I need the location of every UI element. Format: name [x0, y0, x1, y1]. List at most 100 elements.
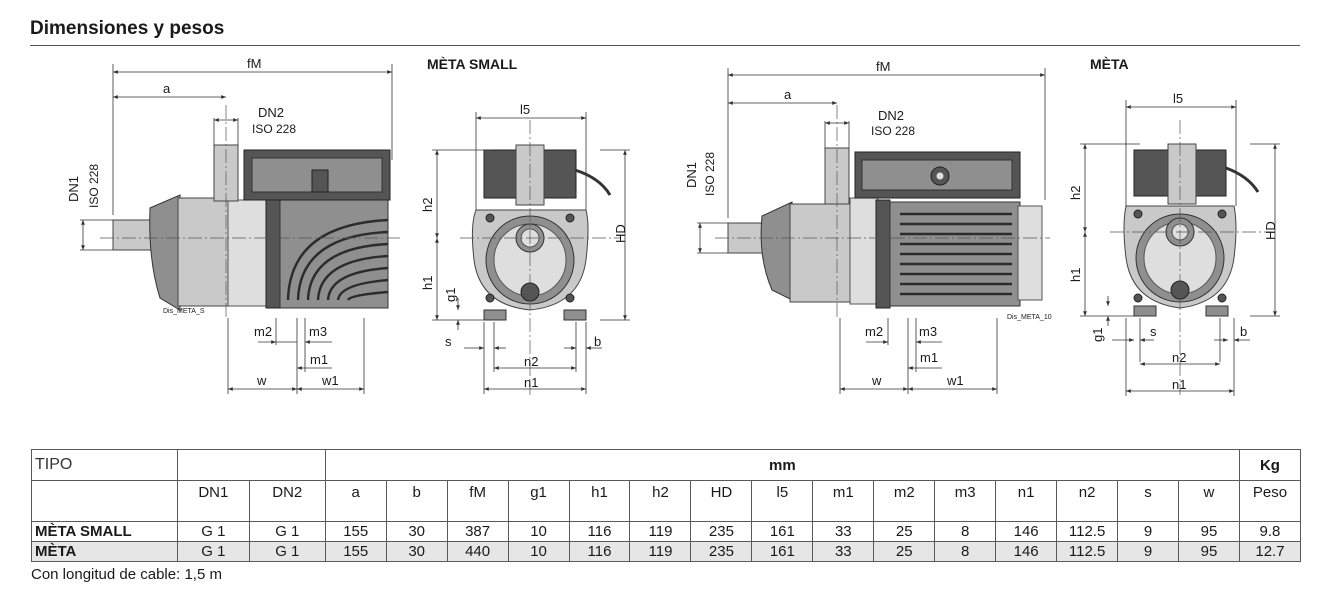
column-header: n2	[1056, 480, 1119, 522]
table-cell: G 1	[176, 541, 250, 562]
tipo-header: TIPO	[31, 449, 178, 481]
table-cell: 155	[324, 521, 387, 542]
meta-h2-label: h2	[1068, 186, 1083, 200]
table-cell: 25	[873, 541, 936, 562]
column-header: DN1	[176, 480, 250, 522]
dimension-drawings: Dis_META_S fM a DN2 ISO 228 DN1 ISO 228 …	[66, 56, 1280, 396]
meta-small-hd-label: HD	[613, 224, 628, 243]
column-header: Peso	[1238, 480, 1302, 522]
table-cell: G 1	[176, 521, 250, 542]
meta-small-fm-label: fM	[247, 56, 261, 71]
meta-n1-label: n1	[1172, 377, 1186, 392]
column-header: b	[385, 480, 448, 522]
column-header: HD	[690, 480, 753, 522]
meta-small-w-label: w	[256, 373, 267, 388]
meta-small-dn1-label: DN1	[66, 176, 81, 202]
meta-small-drawing-tag: Dis_META_S	[163, 308, 205, 315]
table-row: MÈTA SMALL G 1 G 1 155 30 387 10 116 119…	[31, 521, 1302, 542]
table-cell: 12.7	[1238, 541, 1302, 562]
meta-m1-label: m1	[920, 350, 938, 365]
column-header: m2	[873, 480, 936, 522]
meta-small-a-label: a	[163, 81, 171, 96]
meta-small-g1-label: g1	[443, 288, 458, 302]
column-header: h1	[568, 480, 631, 522]
meta-n2-label: n2	[1172, 350, 1186, 365]
table-cell: 235	[690, 521, 753, 542]
meta-small-l5-label: l5	[520, 102, 530, 117]
meta-small-n2-label: n2	[524, 354, 538, 369]
meta-l5-label: l5	[1173, 91, 1183, 106]
column-header: l5	[751, 480, 814, 522]
table-cell: G 1	[248, 541, 326, 562]
table-cell: 33	[812, 541, 875, 562]
meta-dn1-iso-label: ISO 228	[703, 152, 717, 196]
meta-small-w1-label: w1	[321, 373, 339, 388]
column-header: m3	[934, 480, 997, 522]
table-row: MÈTA G 1 G 1 155 30 440 10 116 119 235 1…	[31, 541, 1302, 562]
meta-side-view: Dis_META_10 fM a DN2 ISO 228 DN1 ISO 228…	[684, 59, 1052, 394]
column-header: fM	[446, 480, 509, 522]
meta-small-m1-label: m1	[310, 352, 328, 367]
table-cell: 95	[1178, 541, 1240, 562]
table-cell: 30	[385, 521, 448, 542]
meta-small-view-title: MÈTA SMALL	[427, 56, 518, 72]
column-header: w	[1178, 480, 1240, 522]
meta-fm-label: fM	[876, 59, 890, 74]
table-cell: 8	[934, 541, 997, 562]
table-cell: 155	[324, 541, 387, 562]
meta-small-n1-label: n1	[524, 375, 538, 390]
meta-hd-label: HD	[1263, 221, 1278, 240]
table-cell: 25	[873, 521, 936, 542]
section-title: Dimensiones y pesos	[30, 18, 225, 39]
table-header-row: TIPO mm Kg	[31, 449, 1302, 481]
column-header: g1	[507, 480, 570, 522]
table-cell: 161	[751, 541, 814, 562]
column-header: m1	[812, 480, 875, 522]
meta-dn2-label: DN2	[878, 108, 904, 123]
table-cell: 116	[568, 521, 631, 542]
table-cell: 33	[812, 521, 875, 542]
row-name: MÈTA SMALL	[31, 521, 178, 542]
table-cell: 116	[568, 541, 631, 562]
cable-length-note: Con longitud de cable: 1,5 m	[31, 566, 222, 583]
table-column-row: DN1 DN2 a b fM g1 h1 h2 HD l5 m1 m2 m3 n…	[31, 480, 1302, 522]
table-cell: 9	[1117, 521, 1179, 542]
meta-small-b-label: b	[594, 334, 601, 349]
meta-small-dn1-iso-label: ISO 228	[87, 164, 101, 208]
table-cell: 10	[507, 541, 570, 562]
meta-small-dn2-label: DN2	[258, 105, 284, 120]
column-header: h2	[629, 480, 692, 522]
meta-m2-label: m2	[865, 324, 883, 339]
table-cell: 9	[1117, 541, 1179, 562]
meta-dn2-iso-label: ISO 228	[871, 124, 915, 138]
meta-m3-label: m3	[919, 324, 937, 339]
meta-g1-label: g1	[1090, 328, 1105, 342]
tipo-subheader	[31, 480, 178, 522]
table-cell: 119	[629, 521, 692, 542]
table-cell: 9.8	[1238, 521, 1302, 542]
table-cell: 235	[690, 541, 753, 562]
table-cell: 30	[385, 541, 448, 562]
meta-a-label: a	[784, 87, 792, 102]
row-name: MÈTA	[31, 541, 178, 562]
meta-view-title: MÈTA	[1090, 56, 1129, 72]
title-divider	[30, 45, 1300, 46]
table-cell: 8	[934, 521, 997, 542]
table-cell: 112.5	[1056, 541, 1119, 562]
meta-drawing-tag: Dis_META_10	[1007, 314, 1052, 321]
meta-w-label: w	[871, 373, 882, 388]
empty-header-cell	[176, 449, 326, 481]
table-cell: 10	[507, 521, 570, 542]
column-header: s	[1117, 480, 1179, 522]
meta-small-dn2-iso-label: ISO 228	[252, 122, 296, 136]
table-cell: G 1	[248, 521, 326, 542]
column-header: a	[324, 480, 387, 522]
table-cell: 95	[1178, 521, 1240, 542]
meta-front-view: l5 h2 h1 HD g1 s b n2 n1	[1068, 91, 1280, 396]
column-header: n1	[995, 480, 1058, 522]
meta-dn1-label: DN1	[684, 162, 699, 188]
mm-header: mm	[324, 449, 1240, 481]
kg-header: Kg	[1238, 449, 1302, 481]
table-cell: 112.5	[1056, 521, 1119, 542]
table-cell: 161	[751, 521, 814, 542]
